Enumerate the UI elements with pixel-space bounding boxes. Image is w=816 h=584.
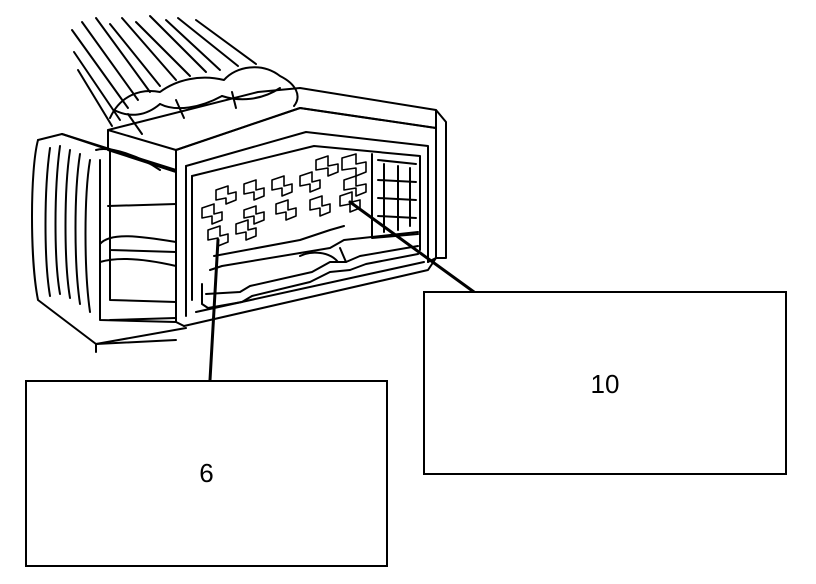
callout-label-10: 10 bbox=[590, 369, 620, 399]
callout-box-6: 6 bbox=[25, 380, 388, 567]
leader-line-6 bbox=[208, 238, 220, 382]
callout-box-10: 10 bbox=[423, 291, 787, 475]
connector-housing bbox=[31, 87, 447, 353]
wire-bundle bbox=[71, 15, 299, 135]
callout-label-6: 6 bbox=[199, 458, 214, 488]
terminal-cavities bbox=[201, 153, 367, 247]
leader-line-10 bbox=[348, 200, 476, 294]
